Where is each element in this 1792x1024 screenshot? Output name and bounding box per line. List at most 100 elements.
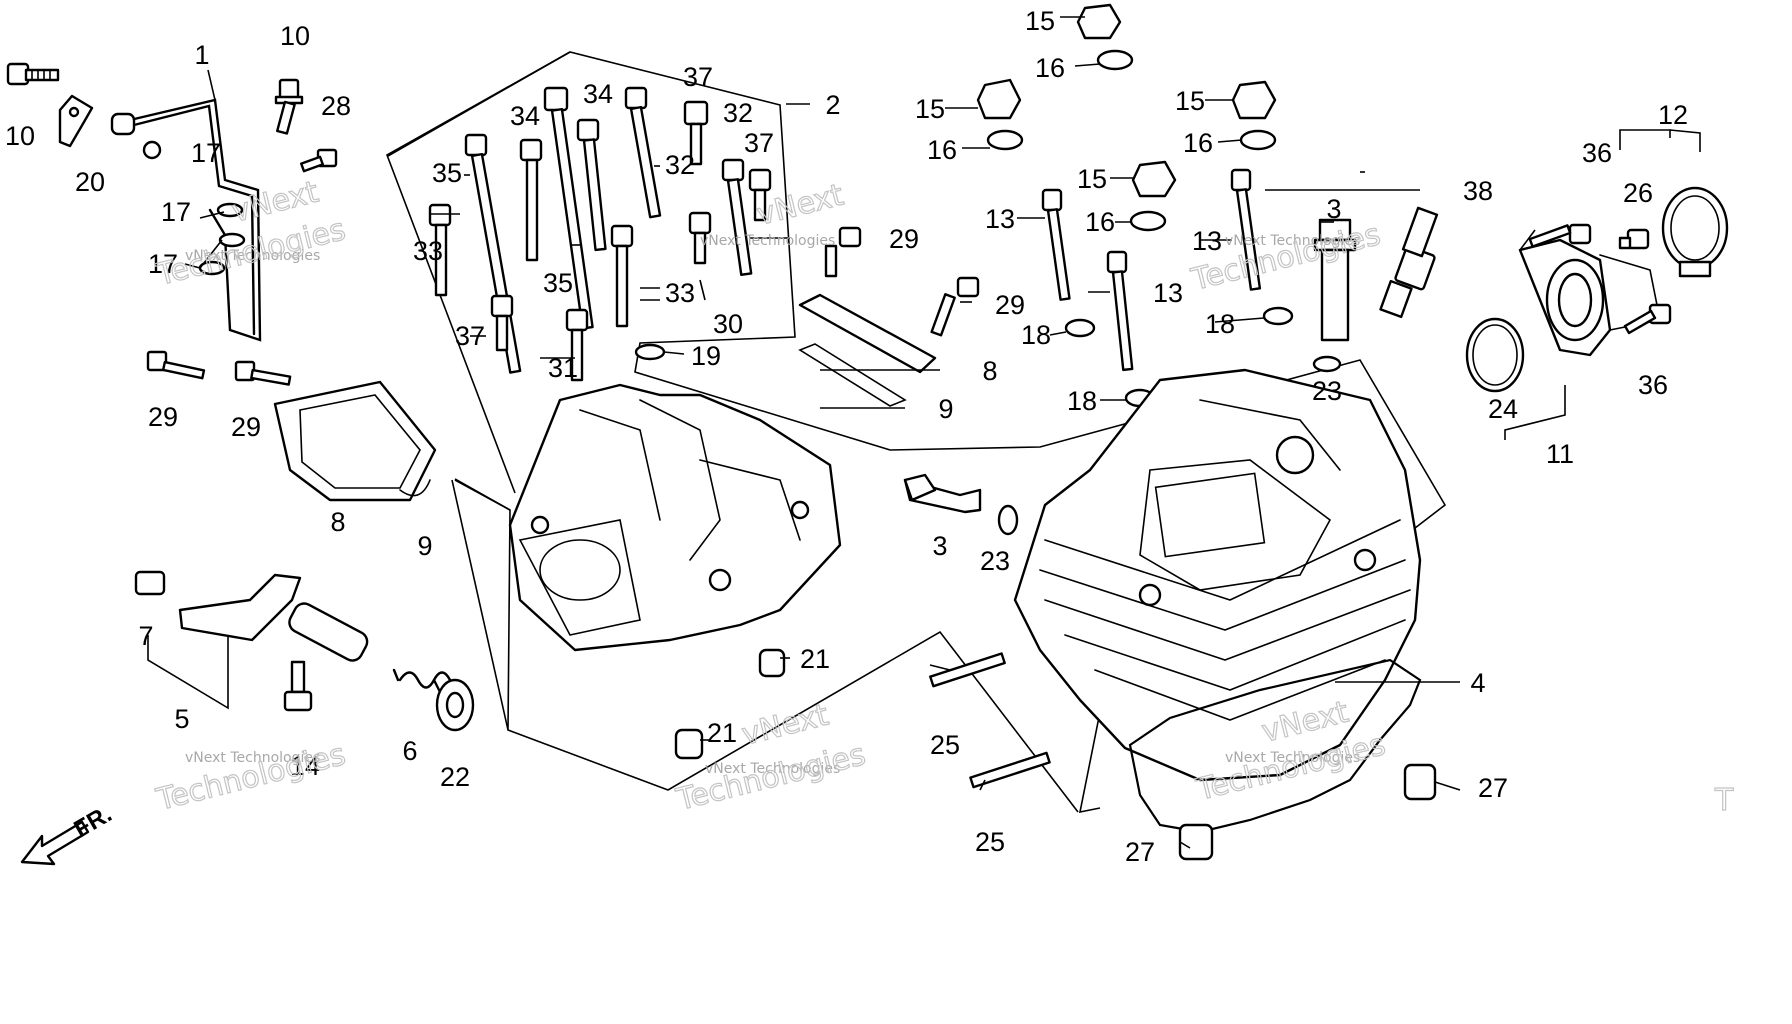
- callout-11: 11: [1546, 439, 1574, 469]
- callout-18: 18: [1067, 386, 1097, 416]
- watermark-text: vNext Technologies: [705, 761, 840, 777]
- callout-33: 33: [413, 236, 443, 266]
- callout-36: 36: [1582, 138, 1612, 168]
- callout-3: 3: [1326, 194, 1341, 224]
- callout-27: 27: [1125, 837, 1155, 867]
- callout-1: 1: [194, 40, 209, 70]
- watermark-text: vNext Technologies: [1225, 233, 1360, 249]
- callout-21: 21: [707, 718, 737, 748]
- bolt-10-top: [274, 78, 304, 135]
- nut-15-top: [1076, 3, 1134, 71]
- callout-16: 16: [927, 135, 957, 165]
- callout-8: 8: [330, 507, 345, 537]
- oil-pipe-1: [110, 98, 262, 342]
- watermark-text: vNext Technologies: [185, 750, 320, 766]
- leader-lines: [184, 16, 1536, 849]
- callout-9: 9: [938, 394, 953, 424]
- callout-27: 27: [1478, 773, 1508, 803]
- callout-14: 14: [290, 751, 320, 781]
- callout-2: 2: [825, 90, 840, 120]
- callout-37: 37: [683, 62, 713, 92]
- callout-26: 26: [1623, 178, 1653, 208]
- gasket-8-9-center: [798, 293, 937, 407]
- clamp-12: [1661, 186, 1729, 278]
- callout-9: 9: [417, 531, 432, 561]
- callout-10: 10: [280, 21, 310, 51]
- callout-15: 15: [1077, 164, 1107, 194]
- callout-33: 33: [665, 278, 695, 308]
- callout-21: 21: [800, 644, 830, 674]
- callout-7: 7: [138, 621, 153, 651]
- parts: [6, 3, 1729, 861]
- callout-24: 24: [1488, 394, 1518, 424]
- callout-5: 5: [174, 704, 189, 734]
- watermark-text: T: [1714, 783, 1734, 818]
- callout-29: 29: [889, 224, 919, 254]
- callout-15: 15: [1025, 6, 1055, 36]
- callout-32: 32: [723, 98, 753, 128]
- callout-31: 31: [548, 353, 578, 383]
- bolt-10-left: [6, 62, 60, 86]
- spring-6: [392, 668, 452, 694]
- callout-30: 30: [713, 309, 743, 339]
- cylinder-head-rear: [508, 383, 842, 652]
- callout-36: 36: [1638, 370, 1668, 400]
- callout-18: 18: [1205, 309, 1235, 339]
- bearing-22: [435, 678, 475, 732]
- callout-18: 18: [1021, 320, 1051, 350]
- callout-4: 4: [1470, 668, 1485, 698]
- nut-15-mid: [1129, 160, 1177, 232]
- callout-37: 37: [744, 128, 774, 158]
- bracket-20: [58, 94, 94, 148]
- bolt-29-a: [146, 350, 206, 380]
- nut-15-left: [976, 78, 1024, 151]
- watermark-text: vNext Technologies: [185, 248, 320, 264]
- callout-25: 25: [930, 730, 960, 760]
- bolt-28: [300, 148, 338, 173]
- callout-20: 20: [75, 167, 105, 197]
- stud-25-a: [929, 652, 1006, 688]
- front-direction-arrow: FR.: [20, 800, 116, 866]
- callout-16: 16: [1183, 128, 1213, 158]
- callout-13: 13: [1153, 278, 1183, 308]
- callout-34: 34: [510, 101, 540, 131]
- gasket-4: [1128, 658, 1422, 834]
- callout-35: 35: [543, 268, 573, 298]
- callout-19: 19: [691, 341, 721, 371]
- callout-13: 13: [985, 204, 1015, 234]
- bolt-14: [283, 660, 313, 712]
- valve-guide-3-center: [903, 473, 982, 514]
- callout-13: 13: [1192, 226, 1222, 256]
- callout-15: 15: [1175, 86, 1205, 116]
- callout-17: 17: [191, 138, 221, 168]
- watermark-text: vNext: [738, 698, 832, 753]
- valve-guide-3-right: [1313, 218, 1357, 342]
- cover-8-left: [273, 380, 437, 502]
- callout-labels: 1 2 3 3 4 5 6 7 8 8 9 9 10 10 11 12 13 1…: [5, 6, 1688, 867]
- watermark-text: vNext Technologies: [1225, 750, 1360, 766]
- callout-29: 29: [231, 412, 261, 442]
- bolt-cluster: [428, 86, 980, 382]
- callout-37: 37: [455, 321, 485, 351]
- callout-22: 22: [440, 762, 470, 792]
- callout-29: 29: [148, 402, 178, 432]
- callout-25: 25: [975, 827, 1005, 857]
- callout-35: 35: [432, 158, 462, 188]
- callout-38: 38: [1463, 176, 1493, 206]
- callout-8: 8: [982, 356, 997, 386]
- callout-15: 15: [915, 94, 945, 124]
- callout-12: 12: [1658, 100, 1688, 130]
- callout-16: 16: [1035, 53, 1065, 83]
- spark-plug-38: [1379, 206, 1439, 319]
- callout-3: 3: [932, 531, 947, 561]
- shaft-5: [134, 570, 369, 662]
- callout-17: 17: [161, 197, 191, 227]
- callout-17: 17: [148, 249, 178, 279]
- callout-34: 34: [583, 79, 613, 109]
- callout-29: 29: [995, 290, 1025, 320]
- callout-23: 23: [1312, 376, 1342, 406]
- callout-32: 32: [665, 150, 695, 180]
- callout-10: 10: [5, 121, 35, 151]
- insulator-11: [1518, 238, 1661, 357]
